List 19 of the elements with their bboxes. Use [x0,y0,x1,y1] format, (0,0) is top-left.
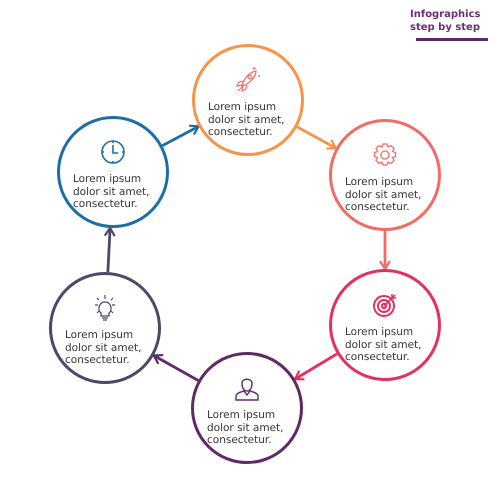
step-text: Lorem ipsum dolor sit amet, consectetur. [208,101,286,138]
step-circle [49,272,161,384]
arrow [378,231,392,270]
arrow [162,124,200,147]
step-circle [329,119,441,231]
step-text: Lorem ipsum dolor sit amet, consectetur. [65,329,143,366]
step-text: Lorem ipsum dolor sit amet, consectetur. [207,409,285,446]
step-circle [329,269,441,381]
title: Infographics step by step [410,8,482,34]
arrow [152,354,199,382]
arrow [294,352,338,380]
step-text: Lorem ipsum dolor sit amet, consectetur. [345,326,423,364]
arrow [104,226,116,272]
step-circle [191,352,303,464]
step-circle [192,44,304,156]
arrow [296,126,337,150]
step-text: Lorem ipsum dolor sit amet, consectetur. [73,173,151,210]
step-text: Lorem ipsum dolor sit amet, consectetur. [345,176,423,214]
step-circle [57,116,169,228]
